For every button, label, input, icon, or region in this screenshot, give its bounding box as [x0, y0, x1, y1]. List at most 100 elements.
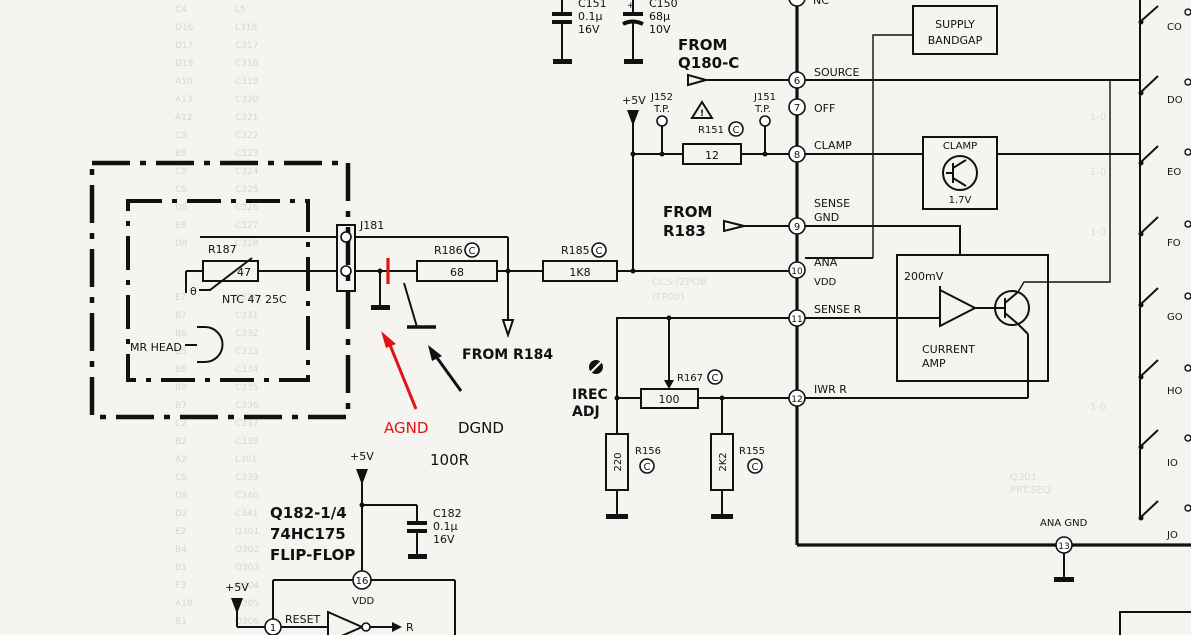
resistor-r186: R186 C 68 — [416, 242, 543, 339]
svg-text:E2: E2 — [175, 527, 186, 537]
mr-head-outer-boundary — [89, 160, 351, 420]
pin-off-label: OFF — [814, 102, 835, 115]
svg-text:BANDGAP: BANDGAP — [928, 34, 983, 47]
svg-text:C8: C8 — [175, 167, 187, 177]
svg-text:220: 220 — [613, 452, 624, 471]
svg-text:NTC 47 25C: NTC 47 25C — [222, 293, 287, 306]
svg-text:FROM: FROM — [663, 203, 712, 221]
svg-text:C336: C336 — [235, 401, 259, 411]
svg-text:Q301: Q301 — [1010, 472, 1037, 483]
from-r183: FROM R183 — [663, 203, 789, 240]
svg-text:C338: C338 — [235, 437, 259, 447]
svg-text:200mV: 200mV — [904, 270, 944, 283]
warning-icon — [690, 100, 714, 119]
r100-label: 100R — [430, 451, 469, 469]
svg-text:C341: C341 — [235, 509, 258, 519]
svg-text:Q302: Q302 — [235, 545, 259, 555]
svg-text:CO: CO — [1167, 22, 1182, 33]
thermistor-r187: R187 47 θ NTC 47 25C — [185, 243, 337, 306]
svg-text:B7: B7 — [175, 311, 187, 321]
svg-text:R185: R185 — [561, 244, 590, 257]
svg-text:A12: A12 — [175, 113, 193, 123]
resistor-r167: 100 R167 C — [614, 318, 789, 409]
svg-text:J181: J181 — [359, 219, 384, 232]
svg-text:D8: D8 — [175, 239, 188, 249]
svg-text:(FP00): (FP00) — [652, 292, 684, 303]
svg-text:C340: C340 — [235, 491, 259, 501]
connector-j181: J181 — [200, 219, 509, 310]
test-point-j152: J152 T.P. — [650, 92, 673, 154]
svg-text:C: C — [752, 462, 759, 473]
svg-text:1-0: 1-0 — [1090, 167, 1106, 178]
dgnd-label: DGND — [458, 419, 504, 437]
svg-text:A10: A10 — [175, 77, 193, 87]
svg-text:RESET: RESET — [285, 613, 321, 626]
svg-text:A13: A13 — [175, 95, 193, 105]
c150-value: 68μ — [649, 10, 670, 23]
mr-head-inner-boundary: MR HEAD — [126, 199, 310, 382]
svg-text:ADJ: ADJ — [572, 404, 600, 420]
svg-text:SUPPLY: SUPPLY — [935, 18, 975, 31]
svg-text:D8: D8 — [175, 203, 188, 213]
svg-text:C: C — [644, 462, 651, 473]
pin-source-label: SOURCE — [814, 66, 859, 79]
svg-text:J152: J152 — [650, 92, 673, 103]
svg-text:1-0: 1-0 — [1090, 112, 1106, 123]
svg-text:C182: C182 — [433, 507, 462, 520]
svg-text:1: 1 — [270, 623, 276, 634]
pin-sense-gnd-label-1: SENSE — [814, 197, 850, 210]
svg-text:T.P.: T.P. — [754, 104, 771, 115]
svg-text:C8: C8 — [175, 473, 187, 483]
svg-text:C2: C2 — [175, 419, 187, 429]
svg-text:8: 8 — [794, 150, 800, 161]
svg-text:J151: J151 — [753, 92, 776, 103]
pin-7 — [788, 98, 806, 116]
svg-text:C330: C330 — [235, 293, 259, 303]
svg-text:IO: IO — [1167, 458, 1178, 469]
resistor-r151: ! R151 C 12 — [630, 100, 789, 165]
svg-text:A18: A18 — [175, 599, 193, 609]
svg-text:C: C — [596, 246, 603, 257]
svg-text:B4: B4 — [175, 545, 187, 555]
svg-text:C332: C332 — [235, 329, 258, 339]
svg-text:C337: C337 — [235, 419, 258, 429]
svg-text:C: C — [469, 246, 476, 257]
svg-text:L301: L301 — [235, 455, 257, 465]
svg-text:B7: B7 — [175, 401, 187, 411]
svg-text:A2: A2 — [175, 455, 187, 465]
c150-name: C150 — [649, 0, 678, 10]
svg-text:L5: L5 — [235, 5, 246, 15]
svg-text:ANA GND: ANA GND — [1040, 518, 1088, 529]
svg-text:B5: B5 — [175, 347, 187, 357]
pin-nc-label: NC — [813, 0, 829, 7]
svg-text:13: 13 — [1058, 542, 1069, 552]
agnd-label: AGND — [384, 419, 428, 437]
resistor-r185: R185 C 1K8 — [542, 242, 789, 282]
q182-flip-flop: Q182-1/4 74HC175 FLIP-FLOP +5V C182 0.1μ… — [225, 450, 462, 635]
svg-text:E7: E7 — [175, 293, 186, 303]
svg-text:C324: C324 — [235, 167, 259, 177]
svg-text:1.7V: 1.7V — [949, 195, 972, 206]
svg-text:7: 7 — [794, 103, 800, 114]
svg-text:+: + — [627, 1, 635, 11]
svg-text:PRT.SEQ: PRT.SEQ — [1010, 485, 1051, 496]
supply-5v-top: +5V — [622, 94, 646, 270]
from-q180c: FROM Q180-C — [678, 36, 789, 87]
svg-text:Q182-1/4: Q182-1/4 — [270, 504, 347, 522]
irec-adj: IREC ADJ — [572, 360, 608, 420]
right-switch-bank: CO DO EO FO GO HO IO JO — [1138, 0, 1191, 541]
svg-text:R: R — [406, 621, 414, 634]
svg-text:C335: C335 — [235, 383, 258, 393]
pin-clamp-label: CLAMP — [814, 139, 852, 152]
dgnd-stub — [403, 282, 436, 329]
svg-text:HO: HO — [1167, 386, 1183, 397]
c150-voltage: 10V — [649, 23, 671, 36]
c151-name: C151 — [578, 0, 607, 10]
svg-text:R167: R167 — [677, 373, 703, 384]
svg-text:C334: C334 — [235, 365, 259, 375]
svg-text:AMP: AMP — [922, 357, 946, 370]
svg-text:C8: C8 — [175, 185, 187, 195]
svg-text:R155: R155 — [739, 446, 765, 457]
svg-text:B6: B6 — [175, 329, 187, 339]
